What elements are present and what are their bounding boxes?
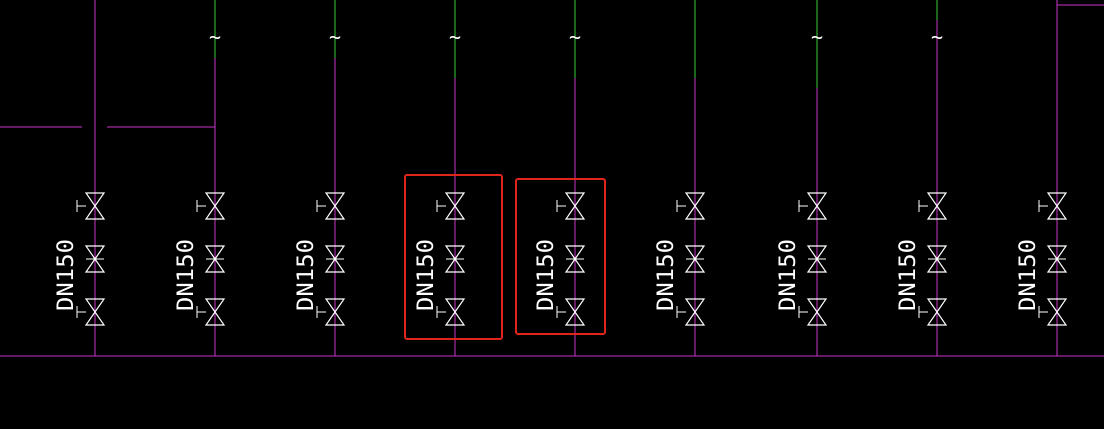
- branch-7-size-label: DN150: [776, 239, 801, 311]
- branch-4-break-symbol: ~: [449, 25, 461, 49]
- valve-body: [684, 192, 706, 220]
- valve-center: [935, 257, 939, 261]
- branch-4: ~ DN150: [414, 0, 466, 356]
- valve-center: [333, 257, 337, 261]
- pipe-network: [0, 4, 1104, 357]
- branch-9: DN150: [1016, 0, 1068, 356]
- branch-6-valve-1: [676, 192, 706, 220]
- branch-1-valve-3: [76, 298, 106, 326]
- branch-3-valve-1: [316, 192, 346, 220]
- highlight-box-branch-5: [515, 178, 606, 335]
- branch-group: DN150 ~ DN150 ~ DN150 ~ DN150 ~ DN150 DN150 ~ DN150…: [54, 0, 1068, 356]
- branch-4-valve-3: [436, 298, 466, 326]
- valve-body: [84, 192, 106, 220]
- branch-1-valve-2: [84, 245, 106, 273]
- branch-8-size-label: DN150: [896, 239, 921, 311]
- branch-2-valve-2: [204, 245, 226, 273]
- branch-8-valve-2: [926, 245, 948, 273]
- branch-7-valve-3: [798, 298, 828, 326]
- valve-body: [324, 298, 346, 326]
- valve-center: [815, 257, 819, 261]
- branch-5: ~ DN150: [534, 0, 586, 356]
- valve-center: [693, 257, 697, 261]
- branch-6-size-label: DN150: [654, 239, 679, 311]
- branch-4-valve-2: [444, 245, 466, 273]
- branch-2-valve-1: [196, 192, 226, 220]
- branch-4-valve-1: [436, 192, 466, 220]
- branch-6-valve-2: [684, 245, 706, 273]
- highlight-group: [404, 174, 606, 340]
- branch-1: DN150: [54, 0, 106, 356]
- branch-1-size-label: DN150: [54, 239, 79, 311]
- valve-body: [1046, 192, 1068, 220]
- branch-8-break-symbol: ~: [931, 25, 943, 49]
- branch-2: ~ DN150: [174, 0, 226, 356]
- valve-body: [926, 245, 948, 273]
- branch-3: ~ DN150: [294, 0, 346, 356]
- branch-8-valve-1: [918, 192, 948, 220]
- valve-body: [444, 298, 466, 326]
- branch-7-valve-2: [806, 245, 828, 273]
- valve-body: [444, 192, 466, 220]
- branch-1-valve-1: [76, 192, 106, 220]
- valve-body: [926, 298, 948, 326]
- branch-9-size-label: DN150: [1016, 239, 1041, 311]
- valve-center: [93, 257, 97, 261]
- branch-8-valve-3: [918, 298, 948, 326]
- branch-2-valve-3: [196, 298, 226, 326]
- branch-7-break-symbol: ~: [811, 25, 823, 49]
- branch-3-valve-2: [324, 245, 346, 273]
- valve-body: [1046, 298, 1068, 326]
- valve-body: [1046, 245, 1068, 273]
- highlight-box-branch-4: [404, 174, 503, 340]
- valve-body: [84, 245, 106, 273]
- branch-7-valve-1: [798, 192, 828, 220]
- branch-3-size-label: DN150: [294, 239, 319, 311]
- branch-6: DN150: [654, 0, 706, 356]
- branch-2-break-symbol: ~: [209, 25, 221, 49]
- valve-center: [453, 257, 457, 261]
- valve-body: [444, 245, 466, 273]
- branch-9-valve-1: [1038, 192, 1068, 220]
- valve-body: [684, 298, 706, 326]
- valve-body: [564, 298, 586, 326]
- branch-5-valve-3: [556, 298, 586, 326]
- valve-body: [324, 245, 346, 273]
- valve-body: [564, 192, 586, 220]
- branch-5-break-symbol: ~: [569, 25, 581, 49]
- branch-6-valve-3: [676, 298, 706, 326]
- branch-3-break-symbol: ~: [329, 25, 341, 49]
- valve-body: [204, 192, 226, 220]
- valve-center: [1055, 257, 1059, 261]
- branch-9-valve-3: [1038, 298, 1068, 326]
- valve-body: [204, 245, 226, 273]
- valve-body: [926, 192, 948, 220]
- branch-5-size-label: DN150: [534, 239, 559, 311]
- valve-body: [324, 192, 346, 220]
- valve-body: [564, 245, 586, 273]
- valve-body: [684, 245, 706, 273]
- branch-7: ~ DN150: [776, 0, 828, 356]
- branch-8: ~ DN150: [896, 0, 948, 356]
- valve-center: [213, 257, 217, 261]
- valve-body: [806, 192, 828, 220]
- valve-body: [84, 298, 106, 326]
- valve-center: [573, 257, 577, 261]
- valve-body: [806, 245, 828, 273]
- branch-5-valve-1: [556, 192, 586, 220]
- branch-2-size-label: DN150: [174, 239, 199, 311]
- branch-3-valve-3: [316, 298, 346, 326]
- branch-4-size-label: DN150: [414, 239, 439, 311]
- branch-5-valve-2: [564, 245, 586, 273]
- branch-9-valve-2: [1046, 245, 1068, 273]
- valve-body: [204, 298, 226, 326]
- valve-body: [806, 298, 828, 326]
